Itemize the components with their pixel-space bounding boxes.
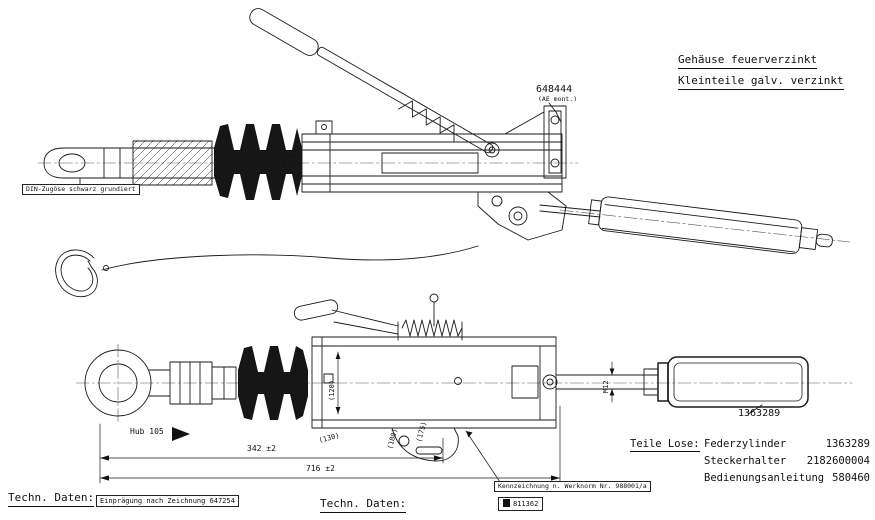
- hub-arrow: [172, 427, 190, 441]
- bottom-view: [84, 293, 809, 462]
- part-number-1363289: 1363289: [738, 408, 781, 419]
- part-number-648444-note: (AE mont.): [538, 95, 578, 103]
- label-stamp-number: 811362: [498, 497, 544, 511]
- bellows-top: [214, 124, 302, 200]
- tow-eye-top: [43, 147, 121, 179]
- spring-cylinder: [657, 356, 809, 408]
- dim-m12: M12: [602, 380, 610, 393]
- bellows-bottom: [238, 346, 308, 420]
- breakaway-cable: [101, 245, 479, 271]
- label-einpraegung: Einprägung nach Zeichnung 647254: [96, 495, 239, 508]
- loose-parts-row: Steckerhalter 2182600004: [630, 455, 870, 472]
- housing: [311, 336, 558, 429]
- reversing-lever: [391, 427, 459, 462]
- loose-part-number: 2182600004: [806, 455, 870, 467]
- loose-parts-row: Teile Lose: Federzylinder 1363289: [630, 438, 870, 455]
- loose-parts-row: Bedienungsanleitung 580460: [630, 472, 870, 489]
- leader-648444: [548, 102, 562, 123]
- loose-parts-list: Teile Lose: Federzylinder 1363289 Stecke…: [630, 438, 870, 489]
- dimension-lines: [99, 351, 615, 484]
- centerlines: [37, 162, 853, 425]
- clamp-sleeve: [169, 361, 237, 405]
- dim-120: (120): [328, 379, 336, 401]
- top-view: [43, 8, 833, 298]
- main-tube: [280, 120, 563, 193]
- hatching: [132, 140, 213, 186]
- damper: [539, 196, 833, 255]
- loose-part-name: Steckerhalter: [704, 455, 787, 467]
- leader-1363289: [747, 404, 763, 415]
- loose-part-number: 1363289: [825, 438, 870, 450]
- dim-716: 716 ±2: [306, 464, 335, 473]
- mount-bracket: [477, 111, 567, 241]
- heading-techn-daten-mid: Techn. Daten:: [320, 497, 407, 513]
- handbrake-lever-bottom: [293, 293, 463, 341]
- part-number-648444: 648444: [536, 84, 573, 95]
- lever-spring: [398, 100, 455, 142]
- carabiner-hook: [55, 249, 98, 298]
- loose-part-name: Bedienungsanleitung: [704, 472, 825, 484]
- loose-part-number: 580460: [832, 472, 870, 484]
- note-housing-finish: Gehäuse feuerverzinkt: [678, 53, 818, 69]
- dim-342: 342 ±2: [247, 444, 276, 453]
- stamp-number-text: 811362: [513, 500, 539, 508]
- handbrake-lever: [249, 8, 500, 158]
- stamp-barcode-icon: [503, 499, 510, 509]
- tow-eye-bottom: [84, 349, 171, 417]
- drawbar-shaft: [119, 140, 219, 186]
- loose-part-name: Federzylinder: [704, 438, 787, 450]
- heading-techn-daten-left: Techn. Daten:: [8, 491, 95, 507]
- dim-hub-105: Hub 105: [130, 427, 164, 436]
- label-din-zugoese: DIN-Zugöse schwarz grundiert: [22, 184, 140, 196]
- label-kennzeichnung: Kennzeichnung n. Werknorm Nr. 988001/a: [494, 481, 651, 493]
- note-smallparts-finish: Kleinteile galv. verzinkt: [678, 74, 844, 90]
- loose-parts-title: Teile Lose:: [630, 438, 700, 452]
